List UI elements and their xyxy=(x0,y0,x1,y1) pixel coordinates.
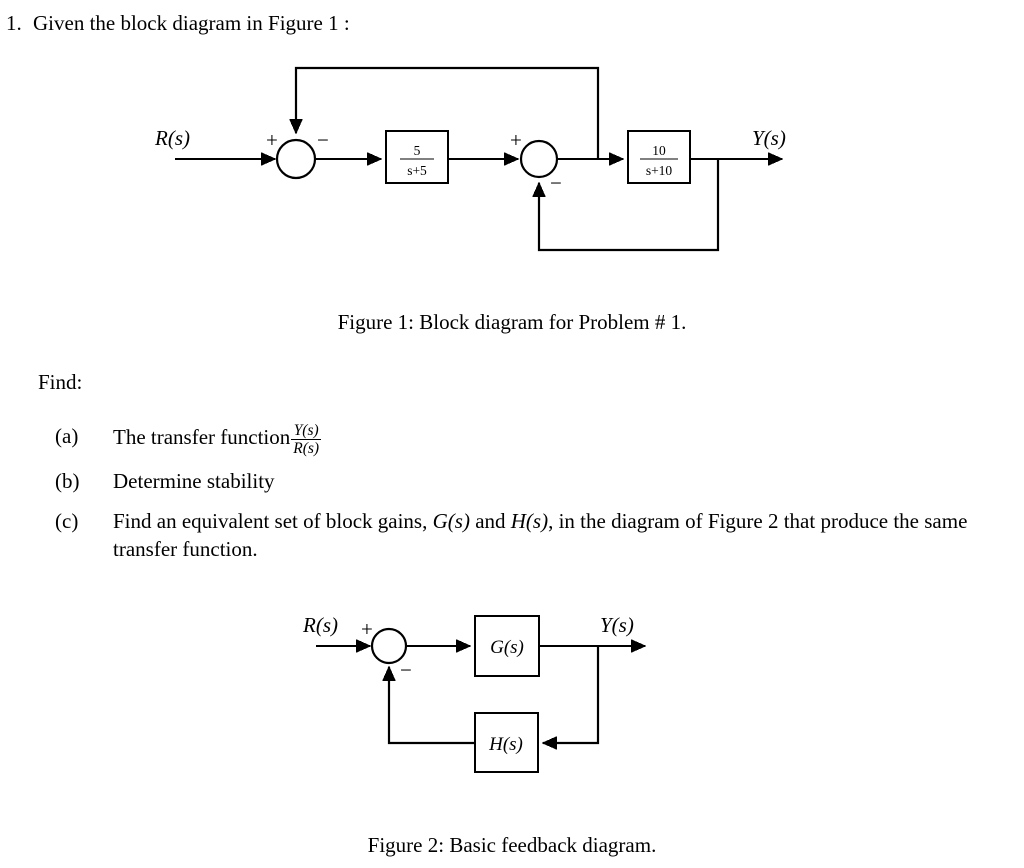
list-marker-c: (c) xyxy=(55,509,79,533)
summer2-plus-sign: + xyxy=(510,128,522,152)
block1-denominator: s+5 xyxy=(407,163,427,178)
figure-1-caption: Figure 1: Block diagram for Problem # 1. xyxy=(337,310,687,334)
fig2-summer-minus-sign: − xyxy=(400,658,412,682)
block-5-over-s-plus-5 xyxy=(384,129,450,185)
block-10-over-s-plus-10 xyxy=(626,129,692,185)
summing-junction-1 xyxy=(275,138,317,180)
summer1-minus-sign: − xyxy=(317,128,329,152)
figure1-input-label: R(s) xyxy=(154,126,190,150)
fig2-summer-plus-sign: + xyxy=(361,617,373,641)
summer2-minus-sign: − xyxy=(550,171,562,195)
find-label: Find: xyxy=(38,370,83,394)
fig2-g-block-label: G(s) xyxy=(490,637,524,658)
fraction-numerator: Y(s) xyxy=(293,422,319,439)
transfer-function-fraction: Y(s)R(s) xyxy=(291,422,322,458)
outer-feedback-path xyxy=(289,66,600,159)
fig2-block-g-shape xyxy=(473,614,541,678)
fraction-denominator: R(s) xyxy=(291,439,322,458)
list-item-c: (c) Find an equivalent set of block gain… xyxy=(55,507,1000,563)
list-marker-b: (b) xyxy=(55,469,80,493)
item-c-text-3: , in the diagram of Figure 2 that produc… xyxy=(113,509,968,561)
figure-2-block-diagram: R(s) Y(s) + − G(s) H(s) xyxy=(0,595,1024,820)
item-c-math-h: H(s) xyxy=(510,509,549,533)
summer1-plus-sign: + xyxy=(266,128,278,152)
figure1-output-label: Y(s) xyxy=(752,126,786,150)
item-c-text-2: and xyxy=(475,509,506,533)
problem-number: 1. xyxy=(6,11,22,35)
item-c-math-g: G(s) xyxy=(432,509,470,533)
item-c-text-1: Find an equivalent set of block gains, xyxy=(113,509,428,533)
block2-numerator: 10 xyxy=(652,143,666,158)
list-item-c-body: Find an equivalent set of block gains, G… xyxy=(113,507,1000,563)
fig2-feedback-from-output xyxy=(541,646,600,750)
block1-numerator: 5 xyxy=(414,143,421,158)
list-item-b: (b) Determine stability xyxy=(55,467,555,495)
list-marker-a: (a) xyxy=(55,424,79,448)
fig2-feedback-to-summer xyxy=(382,665,475,745)
inner-feedback-path xyxy=(532,159,720,252)
figure2-output-label: Y(s) xyxy=(600,613,634,637)
problem-statement: Given the block diagram in Figure 1 : xyxy=(33,11,350,35)
list-item-b-body: Determine stability xyxy=(113,469,275,493)
item-a-text: The transfer function xyxy=(113,424,291,449)
figure2-input-label: R(s) xyxy=(302,613,338,637)
fig2-h-block-label: H(s) xyxy=(488,734,523,755)
figure-2-caption: Figure 2: Basic feedback diagram. xyxy=(367,833,657,857)
block2-denominator: s+10 xyxy=(646,163,673,178)
figure-1-block-diagram: R(s) Y(s) + − + − 5 s+5 10 s+10 xyxy=(0,0,1024,300)
